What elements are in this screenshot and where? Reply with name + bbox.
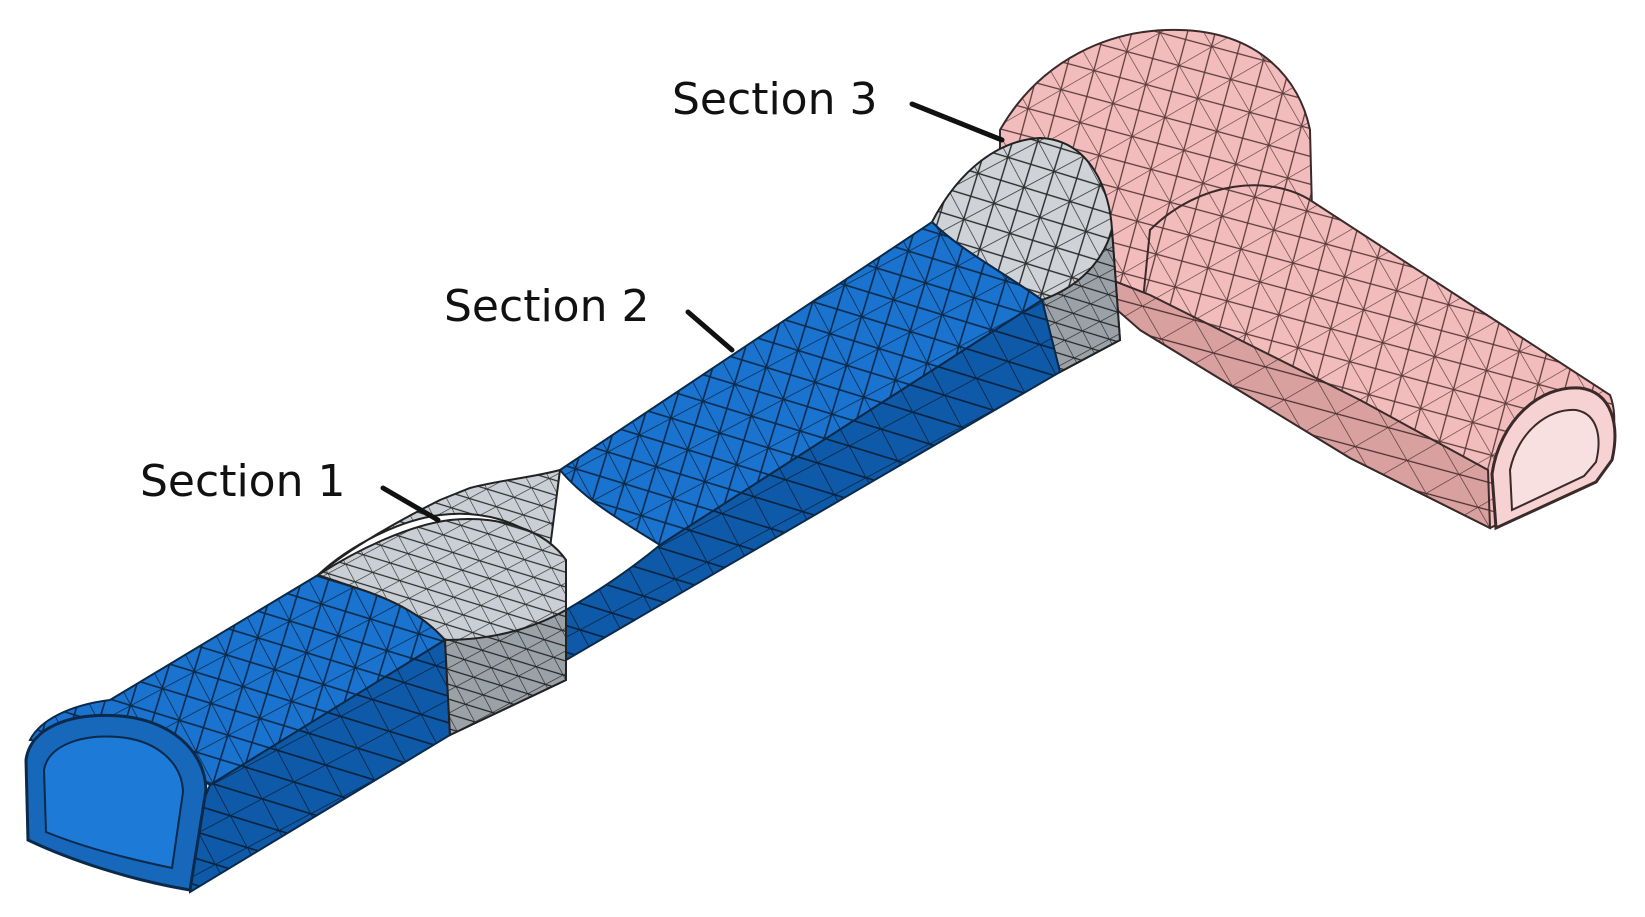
- section-2-label: Section 2: [444, 281, 650, 332]
- pipe-side-upper: [565, 298, 1062, 662]
- leader-section-3: [909, 101, 1005, 143]
- section-3-label: Section 3: [672, 74, 878, 125]
- section-1-shade: [443, 608, 567, 737]
- leader-lines: [380, 101, 1005, 523]
- branch-opening-inner: [1508, 408, 1600, 512]
- section-1-label: Section 1: [140, 456, 346, 507]
- section-1-mesh: [315, 468, 567, 737]
- branch-pipe-shade: [1059, 259, 1492, 530]
- pipe-opening-inner: [42, 735, 185, 870]
- leader-section-1: [380, 485, 441, 523]
- section-3-shade: [1040, 229, 1122, 374]
- main-pipe: [24, 220, 1062, 894]
- leader-section-2: [685, 309, 735, 353]
